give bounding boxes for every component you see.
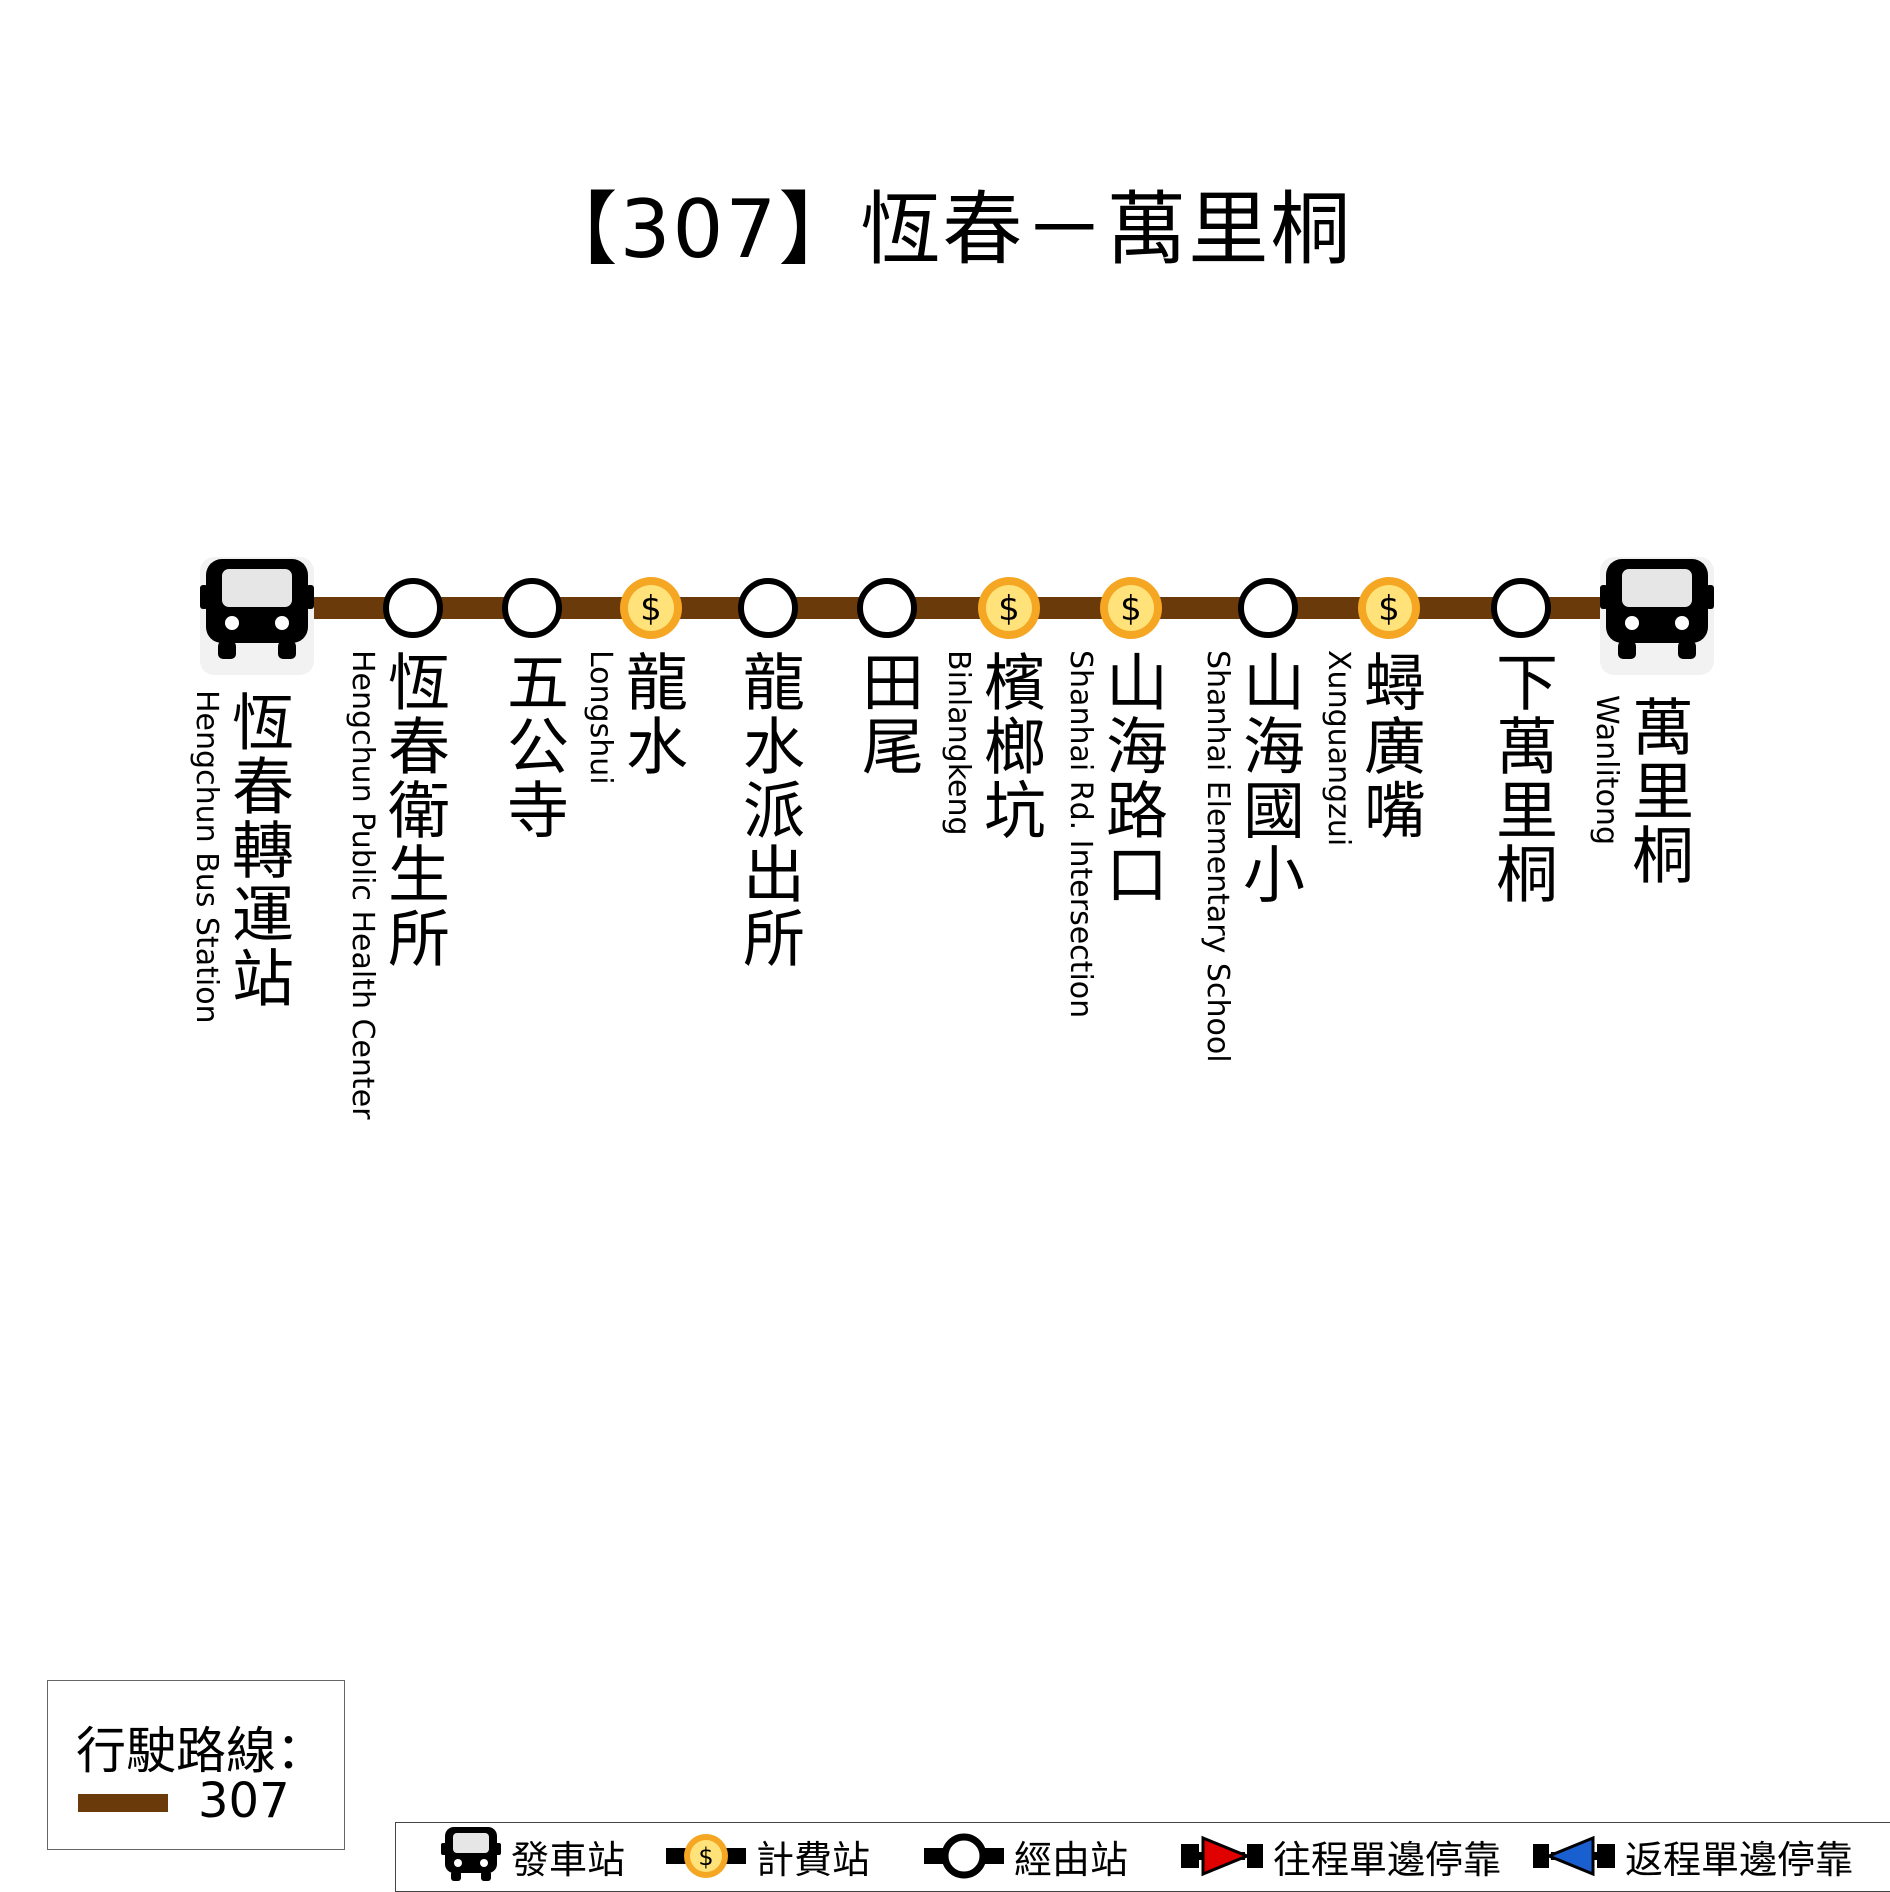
- route-map: $ $ $ $: [200, 557, 1714, 675]
- stop-marker-fare: $: [978, 577, 1040, 639]
- stop-name-en: Longshui: [583, 650, 618, 785]
- stop-marker-fare: $: [1358, 577, 1420, 639]
- stop-marker-terminal: [200, 557, 314, 675]
- stop-name-en: Wanlitong: [1589, 695, 1624, 845]
- legend-label-outbound: 往程單邊停靠: [1273, 1837, 1502, 1882]
- stop-marker-fare: $: [620, 577, 682, 639]
- stop-marker-via: [383, 578, 443, 638]
- legend-item-terminal: 發車站: [441, 1823, 625, 1889]
- stop-name-zh: 蟳廣嘴: [1353, 650, 1426, 842]
- stop-label: 五公寺: [496, 650, 569, 842]
- dollar-sign: $: [1378, 589, 1400, 629]
- legend-route-swatch: [78, 1794, 168, 1812]
- stop-name-zh: 龍水: [615, 650, 688, 778]
- legend-label-return: 返程單邊停靠: [1625, 1837, 1854, 1882]
- stop-marker-via: [738, 578, 798, 638]
- stop-name-zh: 龍水派出所: [732, 650, 805, 970]
- stop-marker-via: [857, 578, 917, 638]
- legend-route-number: 307: [198, 1773, 290, 1829]
- bus-icon: [441, 1827, 501, 1881]
- route-title: 【307】恆春－萬里桐: [537, 183, 1353, 276]
- stop-name-zh: 萬里桐: [1621, 695, 1694, 887]
- legend-label-fare: 計費站: [756, 1837, 871, 1882]
- return-arrow-icon: [1533, 1835, 1615, 1877]
- stop-marker-via: [1491, 578, 1551, 638]
- stop-name-zh: 檳榔坑: [973, 650, 1046, 842]
- stop-name-en: Shanhai Rd. Intersection: [1063, 650, 1098, 1019]
- stop-name-en: Binlangkeng: [941, 650, 976, 836]
- legend-route-box: 行駛路線： 307: [47, 1680, 345, 1850]
- stop-marker-via: [1238, 578, 1298, 638]
- dollar-sign: $: [1120, 589, 1142, 629]
- stop-name-en: Hengchun Bus Station: [189, 690, 224, 1024]
- svg-text:$: $: [698, 1843, 713, 1871]
- stop-marker-fare: $: [1100, 577, 1162, 639]
- stop-name-zh: 五公寺: [496, 650, 569, 842]
- stop-marker-via: [502, 578, 562, 638]
- legend-label-via: 經由站: [1014, 1837, 1129, 1882]
- stop-name-zh: 下萬里桐: [1485, 650, 1558, 906]
- legend-label-terminal: 發車站: [511, 1837, 626, 1882]
- stop-label: 龍水派出所: [732, 650, 805, 970]
- stop-label: 田尾: [851, 650, 924, 778]
- stop-label: 下萬里桐: [1485, 650, 1558, 906]
- legend-route-label: 行駛路線：: [76, 1722, 326, 1780]
- legend-item-outbound: 往程單邊停靠: [1181, 1823, 1501, 1889]
- legend-item-fare: $ 計費站: [666, 1823, 870, 1889]
- stop-name-zh: 恆春衛生所: [377, 650, 450, 970]
- fare-stop-icon: $: [666, 1834, 746, 1878]
- dollar-sign: $: [640, 589, 662, 629]
- stop-name-en: Xunguangzui: [1321, 650, 1356, 847]
- stop-name-zh: 田尾: [851, 650, 924, 778]
- via-stop-icon: [924, 1833, 1004, 1879]
- legend-stop-types: 發車站 $ 計費站 經由站 往程單邊停靠 返程: [395, 1822, 1890, 1892]
- stop-name-zh: 山海路口: [1095, 650, 1168, 906]
- legend-item-via: 經由站: [924, 1823, 1128, 1889]
- outbound-arrow-icon: [1181, 1835, 1263, 1877]
- stop-name-en: Hengchun Public Health Center: [345, 650, 380, 1120]
- dollar-sign: $: [998, 589, 1020, 629]
- stop-name-zh: 山海國小: [1232, 650, 1305, 906]
- legend-item-return: 返程單邊停靠: [1533, 1823, 1853, 1889]
- stop-name-zh: 恆春轉運站: [221, 690, 294, 1010]
- stop-name-en: Shanhai Elementary School: [1200, 650, 1235, 1063]
- stop-marker-terminal: [1600, 557, 1714, 675]
